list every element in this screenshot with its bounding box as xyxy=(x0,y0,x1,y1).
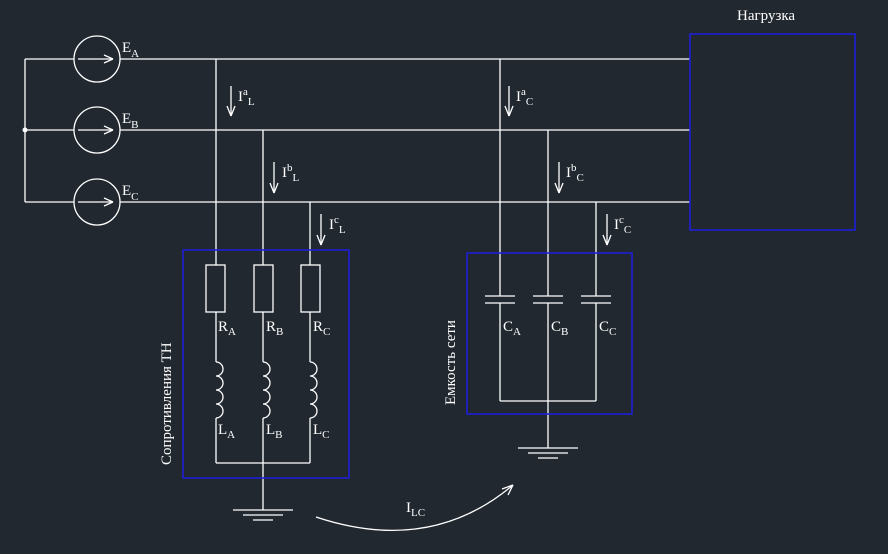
current-iac-label: IaC xyxy=(516,86,533,108)
current-iac: IaC xyxy=(504,86,533,117)
current-icc: IcC xyxy=(602,214,631,246)
inductor-la xyxy=(215,361,224,419)
vt-branch: Сопротивления ТН RA RB RC LA LB LC xyxy=(159,59,350,521)
resistor-ra xyxy=(205,264,226,313)
resistor-rb-label: RB xyxy=(266,319,283,338)
current-ial-label: IaL xyxy=(238,86,255,108)
capacitor-cc xyxy=(581,295,611,304)
loop-current: ILC xyxy=(315,484,514,531)
capacitive-currents: IaC IbC IcC xyxy=(504,86,631,246)
current-icl-label: IcL xyxy=(329,214,346,236)
current-ibc-label: IbC xyxy=(566,162,584,184)
current-ibl-label: IbL xyxy=(282,162,300,184)
inductor-lb xyxy=(262,361,271,419)
loop-current-label: ILC xyxy=(406,500,425,519)
capacitor-cc-label: CC xyxy=(599,319,616,338)
vt-ground-icon xyxy=(233,509,293,521)
capacitance-branch: Емкость сети CA CB CC xyxy=(443,59,633,459)
vt-label: Сопротивления ТН xyxy=(159,342,175,465)
source-eb: EB xyxy=(73,106,139,154)
loop-current-arrow xyxy=(315,484,514,531)
neutral-node xyxy=(22,127,28,133)
resistor-ra-label: RA xyxy=(218,319,236,338)
inductor-la-label: LA xyxy=(218,422,235,441)
source-ea: EA xyxy=(73,35,139,83)
inductor-lc xyxy=(309,361,318,419)
capacitor-ca-label: CA xyxy=(503,319,521,338)
source-eb-label: EB xyxy=(122,111,139,131)
resistor-rc-label: RC xyxy=(313,319,330,338)
resistor-rc xyxy=(300,264,321,313)
current-icl: IcL xyxy=(316,214,346,246)
capacitance-ground-icon xyxy=(518,447,578,459)
resistor-rb xyxy=(253,264,274,313)
source-ec-label: EC xyxy=(122,183,139,203)
current-ibc: IbC xyxy=(554,162,584,194)
current-ial: IaL xyxy=(226,86,255,117)
voltage-sources: EA EB EC xyxy=(73,35,139,226)
capacitance-label: Емкость сети xyxy=(443,320,459,405)
capacitor-ca xyxy=(485,295,515,304)
current-ibl: IbL xyxy=(269,162,300,194)
load-block: Нагрузка xyxy=(689,8,856,231)
load-frame xyxy=(689,33,856,231)
source-ea-label: EA xyxy=(122,40,139,60)
capacitor-cb xyxy=(533,295,563,304)
capacitance-frame xyxy=(466,252,633,415)
inductive-currents: IaL IbL IcL xyxy=(226,86,346,246)
load-label: Нагрузка xyxy=(737,8,795,24)
phase-bus xyxy=(22,58,690,203)
inductor-lc-label: LC xyxy=(313,422,330,441)
vt-frame xyxy=(182,249,350,479)
capacitor-cb-label: CB xyxy=(551,319,568,338)
source-ec: EC xyxy=(73,178,139,226)
current-icc-label: IcC xyxy=(614,214,631,236)
inductor-lb-label: LB xyxy=(266,422,283,441)
